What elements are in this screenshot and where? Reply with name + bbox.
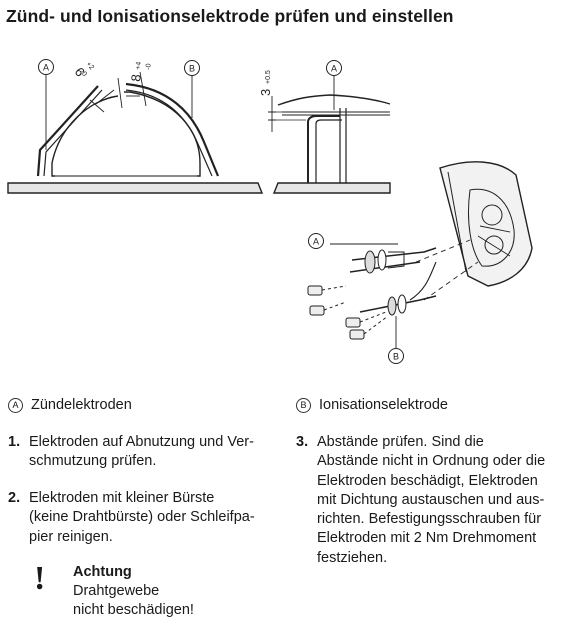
- legend-label-a: Zündelektroden: [31, 397, 132, 413]
- step-3-number: 3.: [296, 434, 309, 450]
- dim-left-1-tol2: -0: [78, 69, 87, 78]
- dim-right-tol: +0.5: [265, 70, 272, 84]
- warning-heading: Achtung: [73, 564, 132, 580]
- dim-left-2: 8: [128, 74, 144, 83]
- legend-item-a: A Zündelektroden: [8, 397, 132, 413]
- step-3-line: festziehen.: [317, 549, 388, 566]
- dim-left-2-tol2: -0: [145, 63, 153, 70]
- callout-a-left: A: [43, 63, 49, 73]
- step-2-line: pier reinigen.: [29, 528, 113, 545]
- dim-right: 3: [258, 89, 273, 96]
- callout-a-middle: A: [331, 64, 337, 74]
- exploded-assembly-view: [307, 161, 533, 364]
- page-title: Zünd- und Ionisationselektrode prüfen un…: [6, 6, 454, 26]
- legend-mark-a: A: [8, 397, 23, 413]
- step-3: 3. Abstände prüfen. Sind die Abstände ni…: [296, 433, 545, 568]
- legend-item-b: B Ionisationselektrode: [296, 397, 448, 413]
- left-burner-view: [7, 59, 264, 194]
- callout-b-right: B: [393, 352, 399, 362]
- warning-line: Drahtgewebe: [73, 583, 160, 599]
- step-2-line: Elektroden mit kleiner Bürste: [29, 490, 215, 506]
- warning-line: nicht beschädigen!: [73, 602, 194, 618]
- warning-note: Achtung Drahtgewebe nicht beschädigen!: [73, 563, 194, 620]
- dim-left-1-tol: +2: [84, 61, 95, 72]
- step-2-number: 2.: [8, 490, 21, 506]
- step-1: 1. Elektroden auf Abnutzung und Ver- sch…: [8, 433, 254, 472]
- warning-icon: !: [34, 560, 46, 597]
- step-1-line: schmutzung prüfen.: [29, 453, 157, 470]
- step-3-line: richten. Befestigungsschrauben für: [317, 511, 542, 528]
- step-3-line: Elektroden mit 2 Nm Drehmoment: [317, 530, 537, 547]
- step-2-line: (keine Drahtbürste) oder Schleifpa-: [29, 509, 255, 526]
- legend-label-b: Ionisationselektrode: [319, 397, 448, 413]
- step-3-line: Abstände nicht in Ordnung oder die: [317, 453, 546, 470]
- callout-b-left: B: [189, 64, 195, 74]
- legend-mark-b: B: [296, 397, 311, 413]
- step-1-number: 1.: [8, 434, 21, 450]
- dim-left-2-tol: +4: [135, 61, 143, 70]
- step-2: 2. Elektroden mit kleiner Bürste (keine …: [8, 489, 255, 547]
- step-3-line: Elektroden beschädigt, Elektroden: [317, 472, 538, 489]
- step-1-line: Elektroden auf Abnutzung und Ver-: [29, 434, 254, 450]
- step-3-line: mit Dichtung austauschen und aus-: [317, 491, 545, 508]
- callout-a-right: A: [313, 237, 319, 247]
- step-3-line: Abstände prüfen. Sind die: [317, 434, 484, 450]
- electrode-technical-drawing: A B A A B 6 +2 -0 8 +4 -0 3 +0.5: [7, 59, 533, 364]
- middle-gap-view: [268, 60, 391, 194]
